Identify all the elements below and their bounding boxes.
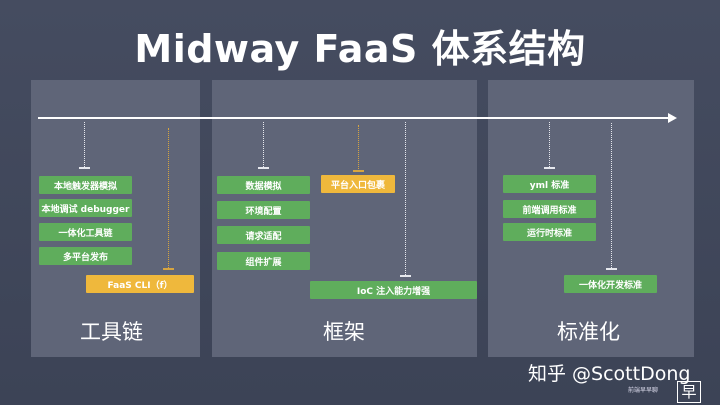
tool-item: 本地调试 debugger	[39, 199, 132, 217]
connector-tick	[163, 268, 174, 270]
connector-line	[168, 128, 169, 268]
connector-tick	[544, 167, 555, 169]
platform-entry-box: 平台入口包裹	[321, 175, 395, 193]
framework-item: 请求适配	[217, 226, 310, 244]
connector-line	[358, 125, 359, 171]
framework-item: 数据模拟	[217, 176, 310, 194]
panel-standard	[488, 80, 694, 357]
faas-cli-box: FaaS CLI（f）	[86, 275, 194, 293]
watermark-text: 知乎 @ScottDong	[528, 363, 691, 385]
dev-standard-box: 一体化开发标准	[564, 275, 657, 293]
connector-line	[84, 122, 85, 167]
ioc-box: IoC 注入能力增强	[310, 281, 477, 299]
tool-item: 本地触发器模拟	[39, 176, 132, 194]
connector-tick	[258, 167, 269, 169]
tool-item: 一体化工具链	[39, 223, 132, 241]
section-label-framework: 框架	[323, 320, 365, 344]
standard-item: 运行时标准	[503, 223, 596, 241]
watermark-logo: 早	[677, 381, 701, 403]
section-label-standard: 标准化	[557, 320, 620, 344]
page-title: Midway FaaS 体系结构	[134, 27, 586, 71]
connector-line	[611, 123, 612, 268]
standard-item: yml 标准	[503, 175, 596, 193]
connector-tick	[400, 275, 411, 277]
connector-line	[405, 122, 406, 275]
connector-tick	[353, 170, 364, 172]
connector-tick	[79, 167, 90, 169]
connector-line	[263, 122, 264, 167]
panel-tools	[31, 80, 200, 357]
connector-tick	[606, 268, 617, 270]
connector-line	[549, 122, 550, 167]
tool-item: 多平台发布	[39, 247, 132, 265]
section-label-tools: 工具链	[80, 320, 143, 344]
framework-item: 环境配置	[217, 201, 310, 219]
standard-item: 前端调用标准	[503, 200, 596, 218]
watermark-sub: 前端早早聊	[628, 387, 659, 394]
framework-item: 组件扩展	[217, 252, 310, 270]
